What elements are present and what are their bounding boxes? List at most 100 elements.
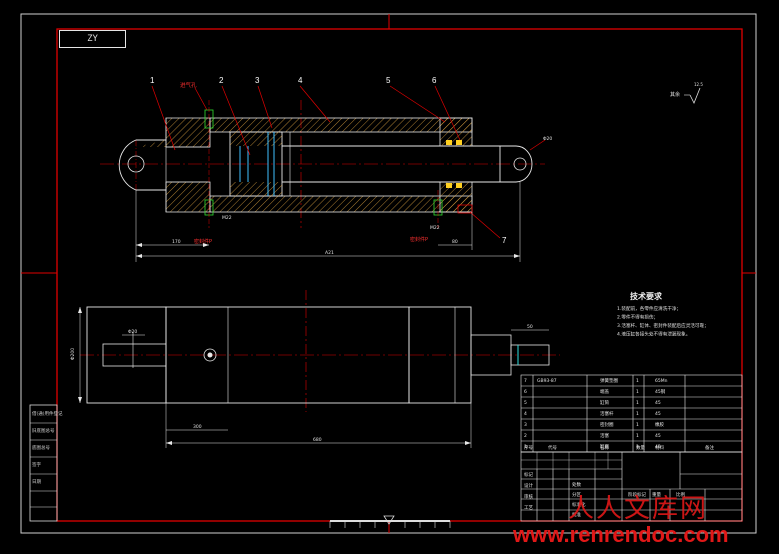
tech-req-line: 1.装配前，各零件应清洗干净； [617,305,681,312]
bom-header-note: 备注 [705,444,714,451]
part-leaders [151,85,546,239]
bom-cell-qty: 1 [636,444,639,450]
bom-cell-qty: 1 [636,378,639,384]
bom-cell-no: 3 [524,422,527,428]
sheet-outer-border [20,13,757,534]
side-strip-label: 旧底图总号 [32,427,55,434]
piston-seal-grooves [239,132,275,196]
bottom-rod-end [510,344,550,366]
base-lug-hatch-fill [136,140,166,147]
bom-header-qty: 数量 [636,444,645,451]
title-left-label: 设计 [524,482,533,489]
tech-req-line: 2.零件不得有损伤； [617,314,658,321]
bom-row-lines [521,385,742,453]
end-cap-seals [446,140,462,188]
dim-bottom-height: Φ200 [70,348,76,360]
bom-cell-name: 端盖 [600,388,609,395]
bom-table-grid [520,374,743,453]
title-left-label: 审核 [524,493,533,500]
bom-cell-no: 1 [524,444,527,450]
drawing-stamp-box: ZY [59,30,126,48]
title-mid-label: 处数 [572,481,581,488]
title-right-label: 比例 [676,491,685,498]
barrel-bottom-wall [209,195,473,213]
dim-bottom-total: 680 [313,437,322,443]
barrel-top-wall [209,117,473,133]
part-number-6: 6 [432,76,437,85]
dim-bottom-bore: Φ20 [128,329,137,335]
bom-header-code: 代号 [548,444,557,451]
bom-cell-qty: 1 [636,411,639,417]
label-eye-diameter: Φ20 [543,136,552,142]
roughness-label: 其余 [670,91,680,98]
part-number-2: 2 [219,76,224,85]
bom-cell-name: 弹簧垫圈 [600,377,618,384]
bom-cell-no: 2 [524,433,527,439]
side-strip-label: 日期 [32,479,41,485]
bom-cell-qty: 1 [636,400,639,406]
tech-req-line: 3.活塞杆、缸体、密封件装配后应灵活可靠； [617,322,709,329]
bom-cell-no: 5 [524,400,527,406]
bom-cell-name: 缸底 [600,443,609,450]
bom-cell-qty: 1 [636,389,639,395]
bom-cell-name: 活塞杆 [600,410,614,417]
bom-cell-material: 65Mn [655,378,668,384]
bom-cell-no: 7 [524,378,527,384]
bom-cell-material: 45 [655,411,661,417]
dim-front-left: 170 [172,239,181,245]
bom-cell-name: 活塞 [600,432,609,439]
bom-cell-name: 密封圈 [600,421,614,428]
label-seal-left: 密封件P [194,238,212,245]
base-lug-body [165,118,210,212]
bom-header-material: 材料 [655,444,664,451]
title-mid-label: 批准 [572,511,581,518]
bottom-port [203,348,217,362]
bom-cell-qty: 1 [636,422,639,428]
bom-cell-code: GB93-87 [537,378,557,384]
label-port-a: M22 [222,215,232,221]
side-strip-label: 签字 [32,461,41,468]
bottom-port-inner [207,352,213,358]
title-right-label: 阶段标记 [628,491,646,498]
bom-cell-material: 45 [655,433,661,439]
watermark-cn: 人人文库网 [568,494,709,524]
dim-front-total: A21 [325,250,334,256]
bom-cell-name: 缸筒 [600,399,609,406]
label-port-b: M22 [430,225,440,231]
cylinder-base-lug [165,117,211,213]
dim-bottom-rod: 50 [527,324,533,330]
piston-hatch-top [230,132,282,146]
bom-cell-material: 45钢 [655,388,666,395]
title-block-text: 标记设计审核工艺处数分区标准化批准阶段标记重量比例 [524,471,685,518]
rod-end-eye [500,145,533,183]
part-number-4: 4 [298,76,303,85]
rod-eye-hole [513,157,527,171]
bom-cell-qty: 1 [636,433,639,439]
piston-rod [282,145,501,183]
title-mid-label: 标准化 [572,501,586,508]
bottom-scale-ticks [329,521,451,528]
bottom-dimension-lines [79,307,549,448]
bom-cell-material: 45 [655,444,661,450]
bom-cell-no: 6 [524,389,527,395]
part-number-5: 5 [386,76,391,85]
watermark-url: www.renrendoc.com [513,522,729,547]
title-block-grid [520,451,743,522]
cylinder-base-eye [118,139,166,191]
bom-cell-material: 橡胶 [655,421,664,428]
surface-roughness-symbol [684,87,701,104]
part-number-1: 1 [150,76,155,85]
title-block-hatch [521,452,622,469]
part-number-7: 7 [502,236,507,245]
title-left-label: 标记 [524,471,533,478]
roughness-value: 12.5 [694,82,703,87]
bom-header-name: 名称 [600,444,609,451]
side-registration-strip [29,404,58,522]
label-oil-inlet: 进气孔 [180,81,197,89]
title-mid-label: 分区 [572,491,581,498]
